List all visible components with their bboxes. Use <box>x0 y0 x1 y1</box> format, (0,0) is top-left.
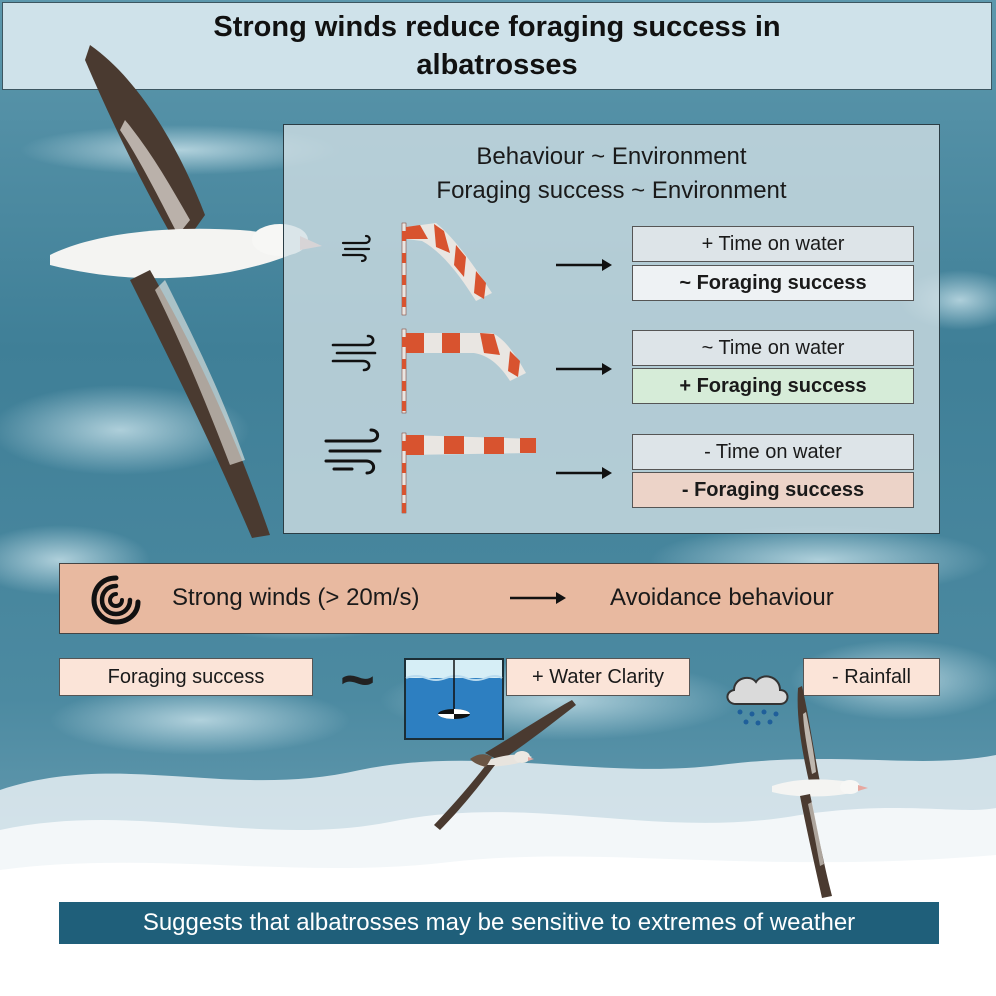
foraging-success-label: Foraging success <box>59 658 313 696</box>
strong-winds-arrow <box>510 592 566 604</box>
row1-time-on-water: + Time on water <box>632 226 914 262</box>
albatross-gliding-image <box>434 700 576 830</box>
row3-time-on-water: - Time on water <box>632 434 914 470</box>
tilde-symbol: ~ <box>340 646 376 713</box>
windsock-light-icon <box>401 222 492 316</box>
strong-winds-bar: Strong winds (> 20m/s) Avoidance behavio… <box>59 563 939 634</box>
secchi-disk-icon <box>404 658 504 740</box>
row2-foraging-success: + Foraging success <box>632 368 914 404</box>
conclusion-text: Suggests that albatrosses may be sensiti… <box>142 909 856 936</box>
avoidance-behaviour-label: Avoidance behaviour <box>610 584 834 611</box>
water-clarity-label: + Water Clarity <box>506 658 690 696</box>
rainfall-label: - Rainfall <box>803 658 940 696</box>
wind-strong-icon <box>324 428 382 475</box>
windsock-moderate-icon <box>401 328 526 414</box>
row3-arrow <box>556 467 612 479</box>
conclusion-banner: Suggests that albatrosses may be sensiti… <box>59 902 939 944</box>
cyclone-icon <box>91 575 141 625</box>
rain-cloud-icon <box>726 675 789 726</box>
albatross-right-image <box>772 686 868 898</box>
model-panel: Behaviour ~ Environment Foraging success… <box>283 124 940 534</box>
strong-winds-condition: Strong winds (> 20m/s) <box>172 584 420 611</box>
row2-time-on-water: ~ Time on water <box>632 330 914 366</box>
title: Strong winds reduce foraging success in … <box>213 11 781 81</box>
panel-header-foraging: Foraging success ~ Environment <box>436 177 787 204</box>
row1-foraging-success: ~ Foraging success <box>632 265 914 301</box>
wind-light-icon <box>341 234 371 263</box>
row3-foraging-success: - Foraging success <box>632 472 914 508</box>
row2-arrow <box>556 363 612 375</box>
row1-arrow <box>556 259 612 271</box>
windsock-strong-icon <box>401 432 536 514</box>
wind-moderate-icon <box>331 334 377 372</box>
panel-header-behaviour: Behaviour ~ Environment <box>476 143 747 170</box>
title-box: Strong winds reduce foraging success in … <box>2 2 992 90</box>
